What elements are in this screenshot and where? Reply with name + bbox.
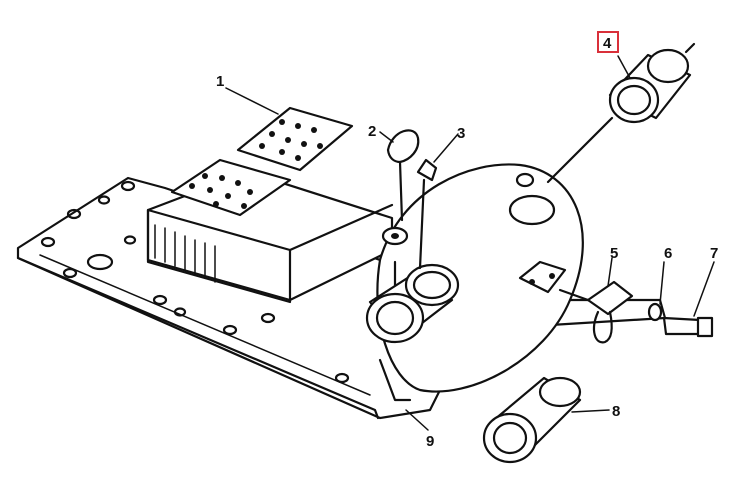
label-part-4: 4 [603,35,612,52]
front-bushing [365,263,460,344]
part-4-bushing [546,42,696,184]
part-2-knob [386,129,420,222]
housing-top-plate [170,158,292,217]
part-8-bushing [482,376,582,464]
part-7-bolt [662,316,714,338]
label-part-6: 6 [664,245,672,262]
label-part-2: 2 [368,123,376,140]
label-part-3: 3 [457,125,465,142]
cylinder-housing [376,163,584,402]
leader-lines [225,55,715,431]
label-part-4-highlight-box [597,31,619,53]
label-part-1: 1 [216,73,224,90]
bearing-boss [381,226,409,246]
label-part-8: 8 [612,403,620,420]
label-part-7: 7 [710,245,718,262]
part-3-nipple [416,158,438,270]
label-part-9: 9 [426,433,434,450]
part-1-plate [236,106,354,172]
part-6-washer [647,302,663,322]
label-part-5: 5 [610,245,618,262]
part-5-hook [558,280,634,344]
